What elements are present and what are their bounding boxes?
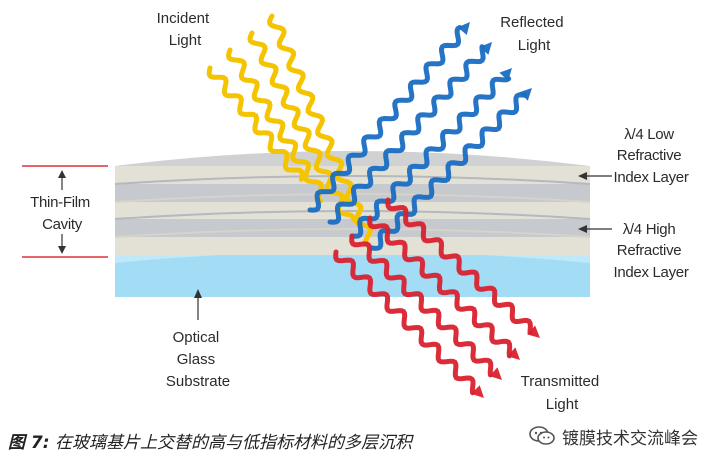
low-layer-label: λ/4 Low Refractive Index Layer [613, 126, 688, 186]
transmitted-beam-4 [333, 249, 476, 396]
substrate-label: Optical Glass Substrate [166, 329, 230, 390]
reflected-beam-1 [307, 25, 463, 213]
reflected-beam-4-arrow-icon [519, 88, 532, 101]
reflected-beam-2-arrow-icon [479, 42, 492, 55]
incident-label: Incident Light [157, 10, 214, 49]
film-layer-1 [115, 166, 590, 184]
transmitted-beam-2 [367, 215, 513, 359]
figure-caption: 图 7: 在玻璃基片上交替的高与低指标材料的多层沉积 [8, 428, 412, 453]
reflected-beam-3 [349, 76, 512, 239]
caption-text: 在玻璃基片上交替的高与低指标材料的多层沉积 [49, 433, 412, 453]
watermark: 镀膜技术交流峰会 [528, 418, 698, 454]
reflected-beam-4 [369, 92, 528, 251]
watermark-text: 镀膜技术交流峰会 [562, 428, 698, 449]
figure-number: 图 7: [8, 433, 50, 453]
high-layer-arrow-icon [578, 225, 587, 233]
transmitted-beam-2-arrow-icon [507, 347, 520, 360]
transmitted-beam-3 [349, 233, 494, 378]
cavity-bracket [22, 165, 108, 258]
transmitted-beam-4-arrow-icon [471, 385, 484, 398]
pointer-arrows [194, 172, 612, 320]
transmitted-beam-1-arrow-icon [527, 325, 540, 338]
cavity-label: Thin-Film Cavity [30, 194, 94, 233]
substrate-arrow-icon [194, 289, 202, 298]
high-layer-label: λ/4 High Refractive Index Layer [613, 221, 688, 281]
reflected-label: Reflected Light [500, 14, 568, 54]
incident-beam-1 [206, 65, 305, 182]
incident-beam-4 [267, 13, 373, 248]
transmitted-label: Transmitted Light [521, 373, 604, 413]
incident-beam-2 [225, 47, 324, 204]
reflected-beam-3-arrow-icon [499, 68, 512, 81]
film-layer-4 [115, 219, 590, 237]
reflected-beam-1-arrow-icon [457, 22, 470, 35]
reflected-beam-2 [327, 44, 486, 225]
transmitted-beam-1 [385, 197, 533, 335]
low-layer-arrow-icon [578, 172, 587, 180]
wechat-icon [529, 426, 555, 445]
transmitted-beam-3-arrow-icon [489, 367, 502, 380]
light-beams [206, 13, 540, 398]
cavity-arrow-down-icon [58, 246, 66, 254]
cavity-arrow-up-icon [58, 170, 66, 178]
